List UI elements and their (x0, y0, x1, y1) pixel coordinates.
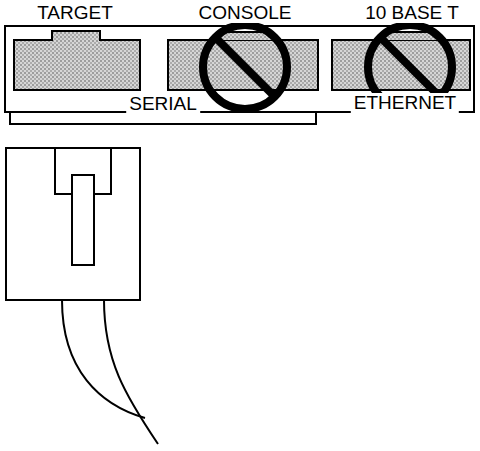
port-label: TARGET (34, 3, 116, 23)
rj-plug-body (6, 148, 140, 300)
rj-plug-latch-tongue (72, 175, 94, 265)
cable (62, 300, 145, 418)
group-label: ETHERNET (351, 93, 459, 113)
target-port (14, 31, 140, 90)
panel-housing (5, 26, 474, 112)
port-label: 10 BASE T (362, 3, 462, 23)
cable (104, 300, 158, 444)
prohibition-symbol (203, 25, 287, 109)
group-label: SERIAL (126, 94, 200, 114)
serial-bracket (10, 113, 316, 124)
port-label: CONSOLE (196, 3, 295, 23)
